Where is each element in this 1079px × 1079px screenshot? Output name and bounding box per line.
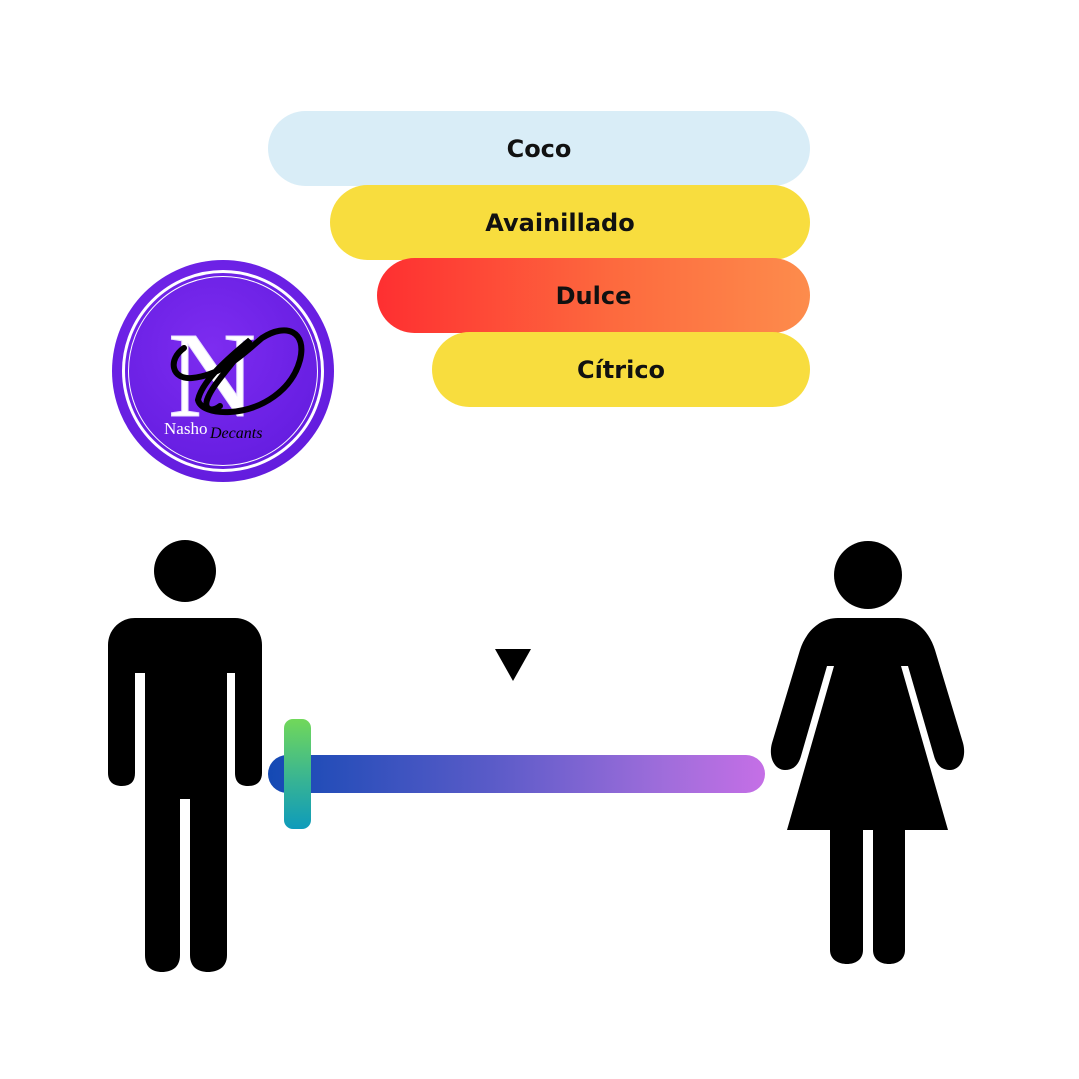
accord-bar-coco: Coco xyxy=(268,111,810,186)
gender-scale-track xyxy=(268,755,765,793)
female-icon xyxy=(770,541,965,964)
logo-outer-ring xyxy=(122,270,324,472)
accord-bar-avainillado: Avainillado xyxy=(330,185,810,260)
accord-label: Dulce xyxy=(555,281,632,310)
accord-bar-citrico: Cítrico xyxy=(432,332,810,407)
scale-pointer-icon xyxy=(495,649,531,681)
logo-brand-second: Decants xyxy=(209,425,262,442)
logo-artwork: N Nasho Decants xyxy=(164,308,305,444)
logo-inner-ring xyxy=(128,276,318,466)
gender-scale-marker xyxy=(284,719,312,829)
accord-bar-dulce: Dulce xyxy=(377,258,810,333)
logo-d-script xyxy=(170,327,305,416)
logo-brand-first: Nasho xyxy=(164,419,207,438)
accord-label: Avainillado xyxy=(485,208,635,237)
male-icon xyxy=(108,540,262,972)
accord-label: Coco xyxy=(506,134,572,163)
nasho-decants-logo: N Nasho Decants xyxy=(112,260,334,482)
accord-label: Cítrico xyxy=(576,355,666,384)
